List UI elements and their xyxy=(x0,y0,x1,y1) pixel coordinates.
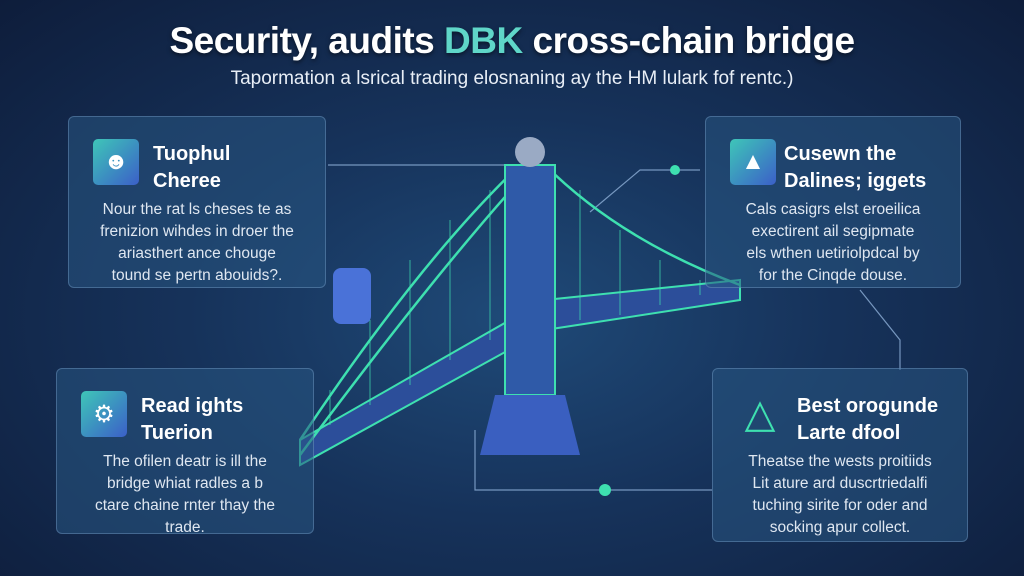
body-line: els wthen uetiriolpdcal by xyxy=(746,245,920,262)
body-line: frenizion wihdes in droer the xyxy=(100,223,294,240)
node-dot xyxy=(670,165,680,175)
title-line: Best orogunde xyxy=(797,395,939,417)
body-line: Theatse the wests proitiids xyxy=(748,453,932,470)
card-body: Nour the rat ls cheses te as frenizion wi… xyxy=(77,199,317,287)
bridge-tower xyxy=(504,164,556,396)
body-line: trade. xyxy=(165,519,205,536)
title-line: Cusewn the xyxy=(784,143,897,165)
user-shield-icon: ☻ xyxy=(93,139,139,185)
title-logo: DBK xyxy=(444,20,523,61)
body-line: socking apur collect. xyxy=(769,519,911,536)
title-line: Larte dfool xyxy=(797,422,901,444)
body-line: Nour the rat ls cheses te as xyxy=(102,201,292,218)
node-dot xyxy=(599,484,611,496)
title-line: Read ights xyxy=(141,395,244,417)
card-body: Cals casigrs elst eroeilica exectirent ai… xyxy=(714,199,952,287)
title-line: Tuerion xyxy=(141,422,213,444)
page-title: Security, audits DBK cross-chain bridge xyxy=(0,20,1024,62)
title-line: Tuophul xyxy=(153,143,231,165)
body-line: Cals casigrs elst eroeilica xyxy=(745,201,921,218)
title-line: Cheree xyxy=(153,170,221,192)
circuit-icon: ⚙ xyxy=(81,391,127,437)
title-line: Dalines; iggets xyxy=(784,170,927,192)
body-line: tuching sirite for oder and xyxy=(752,497,928,514)
body-line: ctare chaine rnter thay the xyxy=(94,497,276,514)
title-part: Security, audits xyxy=(169,20,435,61)
warning-icon: △ xyxy=(744,392,776,436)
lock-icon xyxy=(333,268,371,324)
body-line: The ofilen deatr is ill the xyxy=(103,453,267,470)
body-line: for the Cinqde douse. xyxy=(758,267,908,284)
body-line: exectirent ail segipmate xyxy=(751,223,915,240)
card-body: The ofilen deatr is ill the bridge whiat … xyxy=(65,451,305,539)
subtitle: Tapormation a lsrical trading elosnaning… xyxy=(230,68,794,89)
tower-orb xyxy=(515,137,545,167)
body-line: Lit ature ard duscrtriedalfi xyxy=(752,475,928,492)
body-line: ariasthert ance chouge xyxy=(118,245,276,262)
body-line: bridge whiat radles a b xyxy=(107,475,263,492)
tower-base xyxy=(480,395,580,455)
body-line: tound se pertn abouids?. xyxy=(111,267,283,284)
title-part: cross-chain bridge xyxy=(532,20,856,61)
sail-icon: ▲ xyxy=(730,139,776,185)
